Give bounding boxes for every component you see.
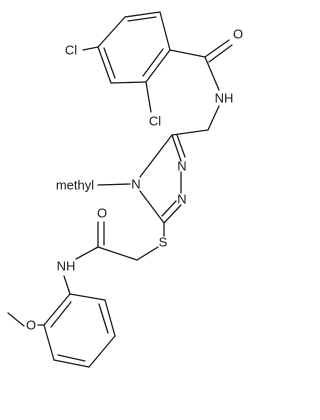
- bond-ring2-a: [69, 293, 106, 301]
- bond-s-ch2: [136, 246, 159, 261]
- bond-tri-c5-n1-inner: [176, 134, 186, 158]
- bond-ring1-e-inner: [142, 48, 164, 77]
- bond-ch2-co: [97, 246, 138, 261]
- bond-ring1-c: [97, 46, 112, 84]
- bond-n-methyl: [97, 183, 131, 186]
- bond-ring2-d-inner: [57, 354, 86, 362]
- bond-ring1-a-inner: [127, 16, 157, 22]
- bond-tri-c5-n1: [171, 134, 182, 162]
- bond-tri-n4-c5: [139, 134, 173, 178]
- bond-ring2-e: [43, 324, 55, 361]
- atom-label-nh-amide-top: NH: [215, 91, 234, 106]
- atom-label-methyl: methyl: [56, 178, 94, 193]
- bond-ring1-e: [145, 49, 171, 83]
- atom-label-layer: Cl Cl O NH N N N methyl S O NH O: [26, 27, 243, 333]
- bond-ring2-d: [53, 359, 90, 368]
- atom-label-o-carbonyl-bottom: O: [97, 206, 107, 221]
- bond-ring2-b: [104, 299, 116, 337]
- bond-tri-n2-c3: [163, 204, 182, 224]
- bond-cl-ortho: [145, 81, 152, 113]
- bond-ring2-c: [88, 335, 116, 368]
- bond-ring2-f-inner: [50, 301, 72, 328]
- bond-tri-n2-c3-inner: [161, 200, 177, 217]
- bond-co-double-2: [208, 44, 233, 63]
- bond-ring-to-co: [169, 49, 206, 58]
- bond-cl-top: [82, 46, 99, 51]
- atom-label-s-thioether: S: [159, 235, 168, 250]
- bond-o-methyl: [7, 312, 25, 327]
- atom-label-cl-ortho: Cl: [149, 114, 161, 129]
- atom-label-o-carbonyl-top: O: [233, 27, 243, 42]
- bond-ring1-d: [110, 81, 147, 84]
- bond-nh-aryl: [63, 275, 71, 295]
- bond-ring1-c-inner: [103, 47, 116, 79]
- bond-tri-c3-n4: [139, 190, 165, 224]
- bond-ring2-b-inner: [98, 303, 109, 334]
- atom-label-n-triazole-b: N: [177, 192, 186, 207]
- bond-layer: [7, 11, 233, 368]
- atom-label-nh-amide-bottom: NH: [57, 259, 76, 274]
- bond-ch2-to-triazole: [171, 129, 209, 136]
- bond-nh-to-ch2: [207, 105, 220, 131]
- atom-label-n-triazole-a: N: [177, 159, 186, 174]
- bond-ring1-b: [97, 16, 126, 48]
- bond-co-double-1: [204, 39, 230, 58]
- atom-label-cl-top: Cl: [65, 43, 77, 58]
- bond-co-nh-bottom: [75, 246, 99, 260]
- atom-label-o-methoxy: O: [26, 318, 36, 333]
- bond-ring1-a: [124, 11, 161, 18]
- bond-ring2-f: [43, 293, 71, 326]
- bond-co-to-nh: [204, 56, 220, 91]
- atom-label-n-methyl: N: [131, 177, 140, 192]
- bond-ring1-f: [159, 11, 171, 51]
- molecule-structure-diagram: Cl Cl O NH N N N methyl S O NH O: [7, 11, 243, 368]
